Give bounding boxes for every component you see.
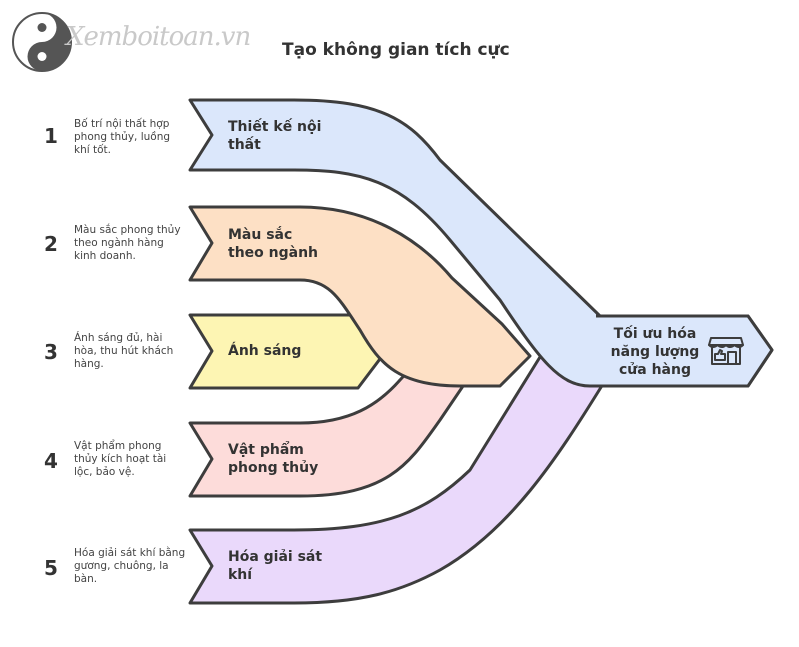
step-label-5-line1: Hóa giải sát <box>228 549 323 565</box>
step-number-3: 3 <box>44 340 58 364</box>
step-label-5: Hóa giải sát khí <box>228 548 348 584</box>
storefront-icon <box>708 337 744 365</box>
output-label-line2: năng lượng <box>610 344 700 360</box>
step-description-3: Ánh sáng đủ, hài hòa, thu hút khách hàng… <box>74 332 174 370</box>
step-label-2-line1: Màu sắc <box>228 227 293 243</box>
step-description-4: Vật phẩm phong thủy kích hoạt tài lộc, b… <box>74 440 167 478</box>
step-label-1-line2: thất <box>228 137 261 153</box>
output-arrow <box>596 314 774 388</box>
step-label-5-line2: khí <box>228 567 253 583</box>
step-number-2: 2 <box>44 232 58 256</box>
step-label-3: Ánh sáng <box>228 342 348 360</box>
output-label: Tối ưu hóa năng lượng cửa hàng <box>594 325 716 379</box>
step-label-4-line2: phong thủy <box>228 460 319 476</box>
step-number-5: 5 <box>44 556 58 580</box>
diagram-title: Tạo không gian tích cực <box>282 40 510 60</box>
step-label-2: Màu sắc theo ngành <box>228 226 348 262</box>
watermark-text: Xemboitoan.vn <box>66 22 251 52</box>
step-description-5: Hóa giải sát khí bằng gương, chuông, la … <box>74 547 186 585</box>
output-label-line1: Tối ưu hóa <box>613 326 697 342</box>
step-number-4: 4 <box>44 449 58 473</box>
step-label-4-line1: Vật phẩm <box>228 442 304 458</box>
yin-yang-logo-icon <box>12 12 72 72</box>
band-5 <box>188 355 605 605</box>
step-description-1: Bố trí nội thất hợp phong thủy, luồng kh… <box>74 118 171 156</box>
step-number-1: 1 <box>44 124 58 148</box>
step-label-2-line2: theo ngành <box>228 245 319 261</box>
step-label-3-line1: Ánh sáng <box>228 343 302 359</box>
step-label-1-line1: Thiết kế nội <box>228 119 322 135</box>
output-label-line3: cửa hàng <box>619 362 691 378</box>
step-label-1: Thiết kế nội thất <box>228 118 348 154</box>
step-description-2: Màu sắc phong thủy theo ngành hàng kinh … <box>74 224 181 262</box>
step-label-4: Vật phẩm phong thủy <box>228 441 348 477</box>
band-2 <box>188 205 532 388</box>
band-1 <box>188 98 774 388</box>
